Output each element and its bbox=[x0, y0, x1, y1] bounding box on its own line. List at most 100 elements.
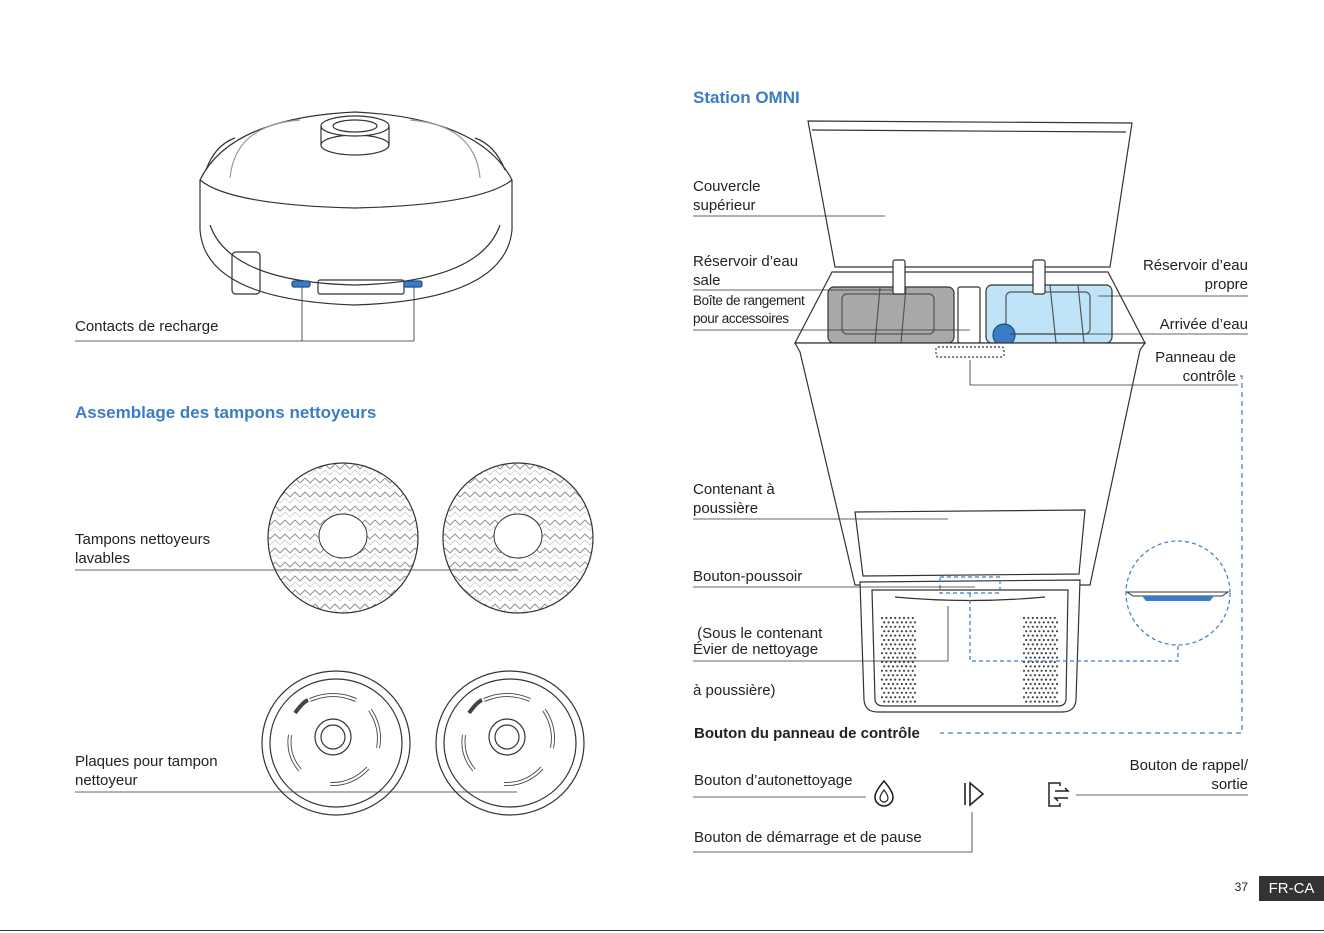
vent-dot bbox=[883, 638, 886, 642]
vent-dot bbox=[887, 630, 890, 633]
vent-dot bbox=[905, 656, 908, 659]
vent-dot bbox=[1053, 652, 1056, 655]
vent-dot bbox=[1040, 669, 1043, 672]
control-panel-line-1: Panneau de bbox=[1155, 349, 1236, 366]
vent-dot bbox=[889, 652, 892, 655]
vent-dot bbox=[1042, 682, 1045, 686]
vent-dot bbox=[1025, 682, 1028, 686]
vent-dot bbox=[1025, 621, 1028, 624]
vent-dot bbox=[1055, 674, 1059, 677]
vent-dot bbox=[896, 630, 899, 633]
vent-dot bbox=[1038, 691, 1041, 694]
vent-dot bbox=[1033, 691, 1037, 694]
vent-dot bbox=[902, 652, 906, 655]
vent-dot bbox=[1038, 621, 1041, 624]
vent-dot bbox=[1044, 625, 1048, 628]
control-panel-link bbox=[940, 375, 1243, 734]
vent-dot bbox=[900, 630, 903, 633]
clean-tank-label: Réservoir d’eau propre bbox=[1098, 256, 1248, 294]
vent-dot bbox=[1029, 638, 1032, 642]
vent-dot bbox=[896, 691, 899, 694]
vent-dot bbox=[1036, 687, 1039, 690]
vent-dot bbox=[911, 687, 914, 690]
pad-plate-left bbox=[261, 670, 411, 816]
vent-dot bbox=[880, 643, 884, 646]
vent-dot bbox=[1051, 621, 1054, 624]
vent-dot bbox=[900, 674, 903, 677]
control-buttons-heading: Bouton du panneau de contrôle bbox=[694, 725, 920, 742]
vent-dot bbox=[887, 691, 890, 694]
vent-dot bbox=[1036, 643, 1039, 646]
vent-dot bbox=[885, 643, 888, 646]
vent-dot bbox=[911, 678, 914, 681]
vent-dot bbox=[1055, 638, 1059, 642]
vent-dot bbox=[1044, 616, 1048, 620]
vent-dot bbox=[887, 700, 890, 703]
vent-dot bbox=[1051, 700, 1054, 703]
vent-dot bbox=[1051, 630, 1054, 633]
top-cover-line-2: supérieur bbox=[693, 197, 756, 214]
vent-dot bbox=[1053, 669, 1056, 672]
dust-container-label: Contenant à poussière bbox=[693, 480, 775, 518]
vent-dot bbox=[902, 625, 906, 628]
vent-dot bbox=[898, 652, 901, 655]
vent-dot bbox=[896, 674, 899, 677]
vent-dot bbox=[1047, 638, 1050, 642]
vent-dot bbox=[1055, 630, 1059, 633]
storage-box-label: Boîte de rangement pour accessoires bbox=[693, 292, 805, 328]
vent-dot bbox=[885, 616, 888, 620]
vent-dot bbox=[889, 616, 892, 620]
vent-dot bbox=[905, 621, 908, 624]
recall-exit-icon bbox=[1048, 782, 1070, 807]
vent-dot bbox=[1055, 700, 1059, 703]
vent-dot bbox=[1049, 634, 1052, 637]
vent-dot bbox=[880, 616, 884, 620]
vent-dot bbox=[1049, 625, 1052, 628]
vent-dot bbox=[887, 621, 890, 624]
vent-dot bbox=[911, 660, 914, 664]
vent-dot bbox=[1038, 700, 1041, 703]
vent-dot bbox=[1040, 634, 1043, 637]
vent-dot bbox=[891, 638, 895, 642]
vent-dot bbox=[905, 691, 908, 694]
vent-dot bbox=[913, 665, 917, 668]
vent-dot bbox=[887, 647, 890, 650]
clean-tank-line-2: propre bbox=[1204, 276, 1248, 293]
vent-dot bbox=[1033, 682, 1037, 686]
vent-dot bbox=[1031, 625, 1034, 628]
vent-dot bbox=[1025, 656, 1028, 659]
vent-dot bbox=[1031, 652, 1034, 655]
vent-dot bbox=[896, 647, 899, 650]
vent-dot bbox=[1053, 660, 1056, 664]
vent-dot bbox=[902, 634, 906, 637]
vent-dot bbox=[900, 638, 903, 642]
vent-dot bbox=[889, 660, 892, 664]
top-cover-label: Couvercle supérieur bbox=[693, 177, 761, 215]
vent-dot bbox=[883, 682, 886, 686]
vent-dot bbox=[1033, 630, 1037, 633]
vent-dot bbox=[1022, 616, 1026, 620]
vent-dot bbox=[1022, 643, 1026, 646]
vent-dot bbox=[1027, 678, 1030, 681]
vent-dot bbox=[1022, 625, 1026, 628]
vent-dot bbox=[1036, 652, 1039, 655]
vent-dot bbox=[1025, 647, 1028, 650]
vent-dot bbox=[900, 621, 903, 624]
vent-dot bbox=[1055, 647, 1059, 650]
vent-dot bbox=[907, 669, 910, 672]
vent-dot bbox=[1042, 691, 1045, 694]
vent-dot bbox=[911, 652, 914, 655]
push-button-zoom bbox=[1125, 540, 1231, 646]
vent-dot bbox=[883, 647, 886, 650]
vent-dot bbox=[1033, 638, 1037, 642]
vent-dot bbox=[883, 700, 886, 703]
vent-dot bbox=[1027, 669, 1030, 672]
vent-dot bbox=[1033, 621, 1037, 624]
vent-dot bbox=[1022, 669, 1026, 672]
washable-pad-right bbox=[442, 462, 594, 614]
vent-dot bbox=[1036, 616, 1039, 620]
vent-dot bbox=[1051, 656, 1054, 659]
vent-dot bbox=[902, 616, 906, 620]
vent-dot bbox=[1040, 652, 1043, 655]
